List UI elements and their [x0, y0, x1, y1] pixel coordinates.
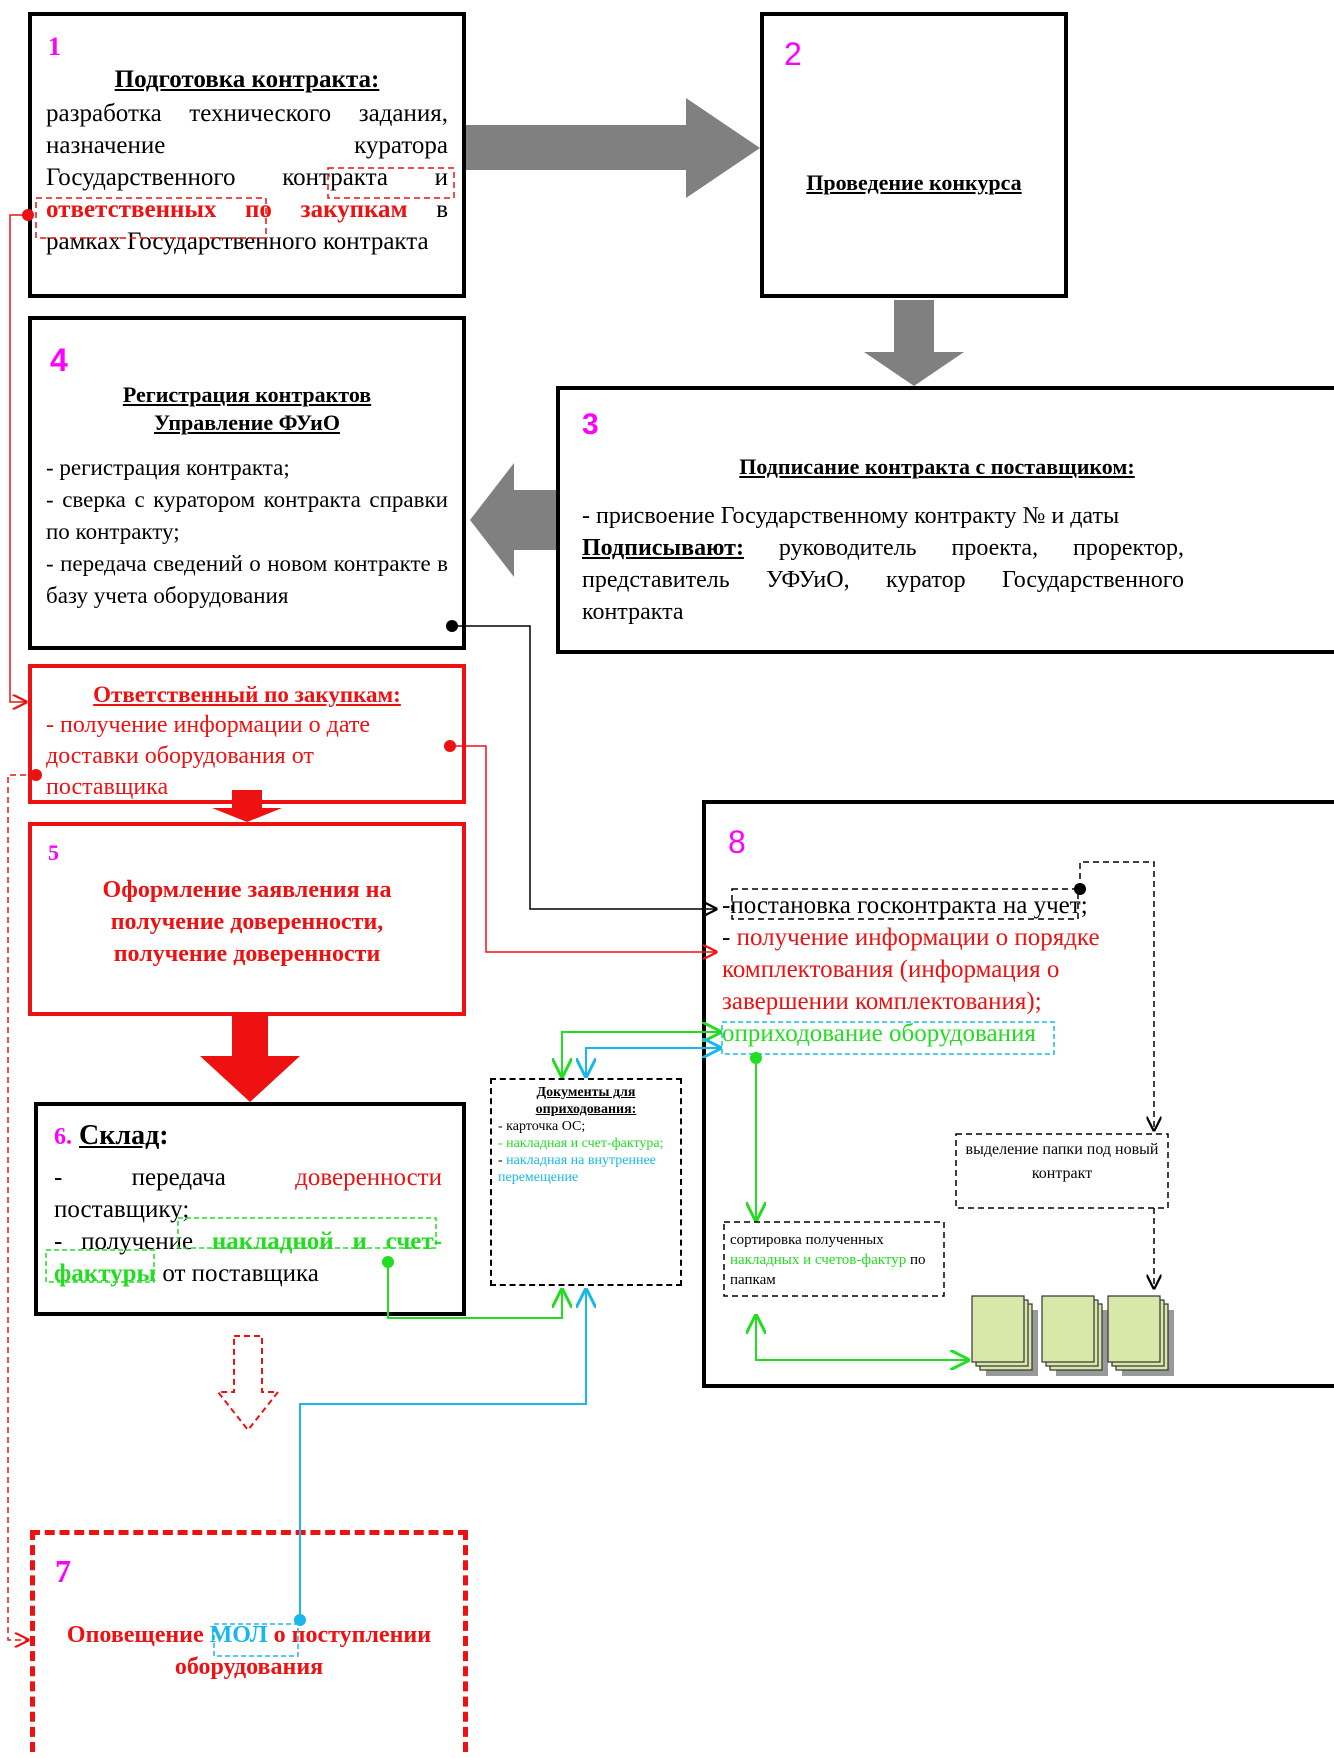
box-5-text: Оформление заявления на получение довере… [102, 877, 392, 967]
box-7-notification: 7 Оповещение МОЛ о поступлении оборудова… [30, 1530, 468, 1752]
box-8-items: -постановка госконтракта на учет; - полу… [722, 890, 1184, 1050]
gray-arrow-1-to-2 [466, 98, 760, 198]
gray-arrow-3-to-4 [470, 463, 556, 577]
box-3-contract-signing: 3 Подписание контракта с поставщиком: - … [556, 386, 1334, 654]
box-6-colon: : [159, 1120, 169, 1151]
box-1-text: разработка технического задания, назначе… [46, 98, 448, 258]
box-6-items: - передача доверенности поставщику; - по… [54, 1162, 442, 1290]
box-3-sign-label: Подписывают: [582, 535, 744, 561]
box-7-text-a: Оповещение [66, 1622, 210, 1648]
box-3-sign-text: руководитель проекта, проректор, предста… [582, 535, 1184, 625]
box-6-line-1-a: - передача [54, 1164, 296, 1191]
gray-arrow-2-to-3 [864, 300, 964, 386]
box-8-sort-green: накладных и счетов-фактур [730, 1252, 907, 1268]
box-6-line-1-b: поставщику; [54, 1196, 190, 1223]
box-8-sort-a: сортировка полученных [730, 1232, 884, 1248]
step-number-5: 5 [48, 840, 59, 865]
box-4-item-2: - сверка с куратором контракта справки п… [46, 487, 448, 544]
box-3-text: - присвоение Государственному контракту … [582, 500, 1184, 628]
box-2-title: Проведение конкурса [806, 170, 1022, 195]
box-4-item-3: - передача сведений о новом контракте в … [46, 551, 448, 608]
red-line-responsible-to-8 [450, 745, 716, 952]
step-number-4: 4 [50, 342, 68, 378]
box-responsible-procurement: Ответственный по закупкам: - получение и… [28, 664, 466, 804]
box-1-text-red: ответственных по закупкам [46, 196, 408, 223]
box-6-header: 6. Склад: [54, 1120, 169, 1152]
box-8-folder-allocation: выделение папки под новый контракт [965, 1141, 1159, 1182]
box-2-tender: 2 Проведение конкурса [760, 12, 1068, 298]
folders-label: Папки [1048, 1318, 1093, 1335]
cyan-line-docs-to-8 [586, 1048, 720, 1076]
box-4-items: - регистрация контракта; - сверка с кура… [46, 452, 448, 612]
box-7-text-cyan: МОЛ [209, 1622, 268, 1648]
box-6-line-2-b: от поставщика [156, 1260, 319, 1287]
box-8-item-2-dash: - [722, 924, 737, 951]
box-8-sorting: сортировка полученных накладных и счетов… [730, 1230, 940, 1290]
box-1-text-a: разработка технического задания, назначе… [46, 100, 448, 191]
box-3-signers: Подписывают: руководитель проекта, проре… [582, 532, 1184, 628]
red-arrow-5-to-6 [200, 1016, 300, 1102]
box-8-accounting: 8 -постановка госконтракта на учет; - по… [702, 800, 1334, 1388]
box-3-line-1: - присвоение Государственному контракту … [582, 503, 1120, 529]
documents-title: Документы для оприходования: [535, 1085, 637, 1117]
step-number-8: 8 [728, 824, 746, 860]
box-1-contract-preparation: 1 Подготовка контракта: разработка техни… [28, 12, 466, 298]
box-4-item-1: - регистрация контракта; [46, 455, 290, 480]
documents-item-3-dash: - [498, 1153, 507, 1168]
step-number-6: 6. [54, 1124, 72, 1150]
documents-box: Документы для оприходования: - карточка … [490, 1078, 682, 1286]
documents-item-1: - карточка ОС; [498, 1119, 586, 1134]
documents-item-3-text: накладная на внутреннее перемещение [498, 1153, 656, 1185]
box-6-line-2-a: - получение [54, 1228, 212, 1255]
green-line-docs-to-8 [562, 1032, 720, 1076]
responsible-text: - получение информации о дате доставки о… [46, 712, 371, 800]
black-line-4-to-8 [452, 625, 716, 909]
step-number-3: 3 [582, 408, 599, 441]
documents-item-3: - накладная на внутреннее перемещение [498, 1152, 674, 1186]
box-8-item-1-dash: - [722, 892, 731, 919]
box-1-title: Подготовка контракта: [114, 66, 380, 93]
box-5-power-of-attorney: 5 Оформление заявления на получение дове… [28, 822, 466, 1016]
box-6-line-2: - получение накладной и счет-фактуры от … [54, 1226, 442, 1290]
box-3-title: Подписание контракта с поставщиком: [739, 454, 1135, 479]
red-line-box1-to-responsible [9, 214, 28, 702]
step-number-7: 7 [55, 1553, 71, 1589]
dashed-arrow-6-to-7 [215, 1335, 281, 1432]
box-6-title: Склад [79, 1120, 160, 1151]
box-8-item-3: оприходование оборудования [722, 1020, 1036, 1047]
box-4-title-line-1: Регистрация контрактов [122, 382, 372, 407]
box-4-title-line-2: Управление ФУиО [154, 410, 340, 435]
box-8-item-1-text: постановка госконтракта на учет; [730, 892, 1088, 919]
box-6-line-1-red: доверенности [295, 1164, 442, 1191]
box-8-item-2: - получение информации о порядке комплек… [722, 922, 1184, 1018]
step-number-2: 2 [784, 36, 802, 72]
responsible-title: Ответственный по закупкам: [93, 682, 401, 707]
box-8-item-2-text: получение информации о порядке комплекто… [722, 924, 1100, 1015]
step-number-1: 1 [48, 32, 61, 61]
box-6-warehouse: 6. Склад: - передача доверенности постав… [34, 1102, 466, 1316]
box-7-text: Оповещение МОЛ о поступлении оборудовани… [55, 1619, 443, 1683]
box-6-line-1: - передача доверенности поставщику; [54, 1162, 442, 1226]
box-4-registration: 4 Регистрация контрактов Управление ФУиО… [28, 316, 466, 650]
box-7-text-b: о поступлении оборудования [174, 1622, 432, 1680]
box-8-item-1: -постановка госконтракта на учет; [722, 890, 1184, 922]
documents-item-2: - накладная и счет-фактура; [498, 1136, 664, 1151]
